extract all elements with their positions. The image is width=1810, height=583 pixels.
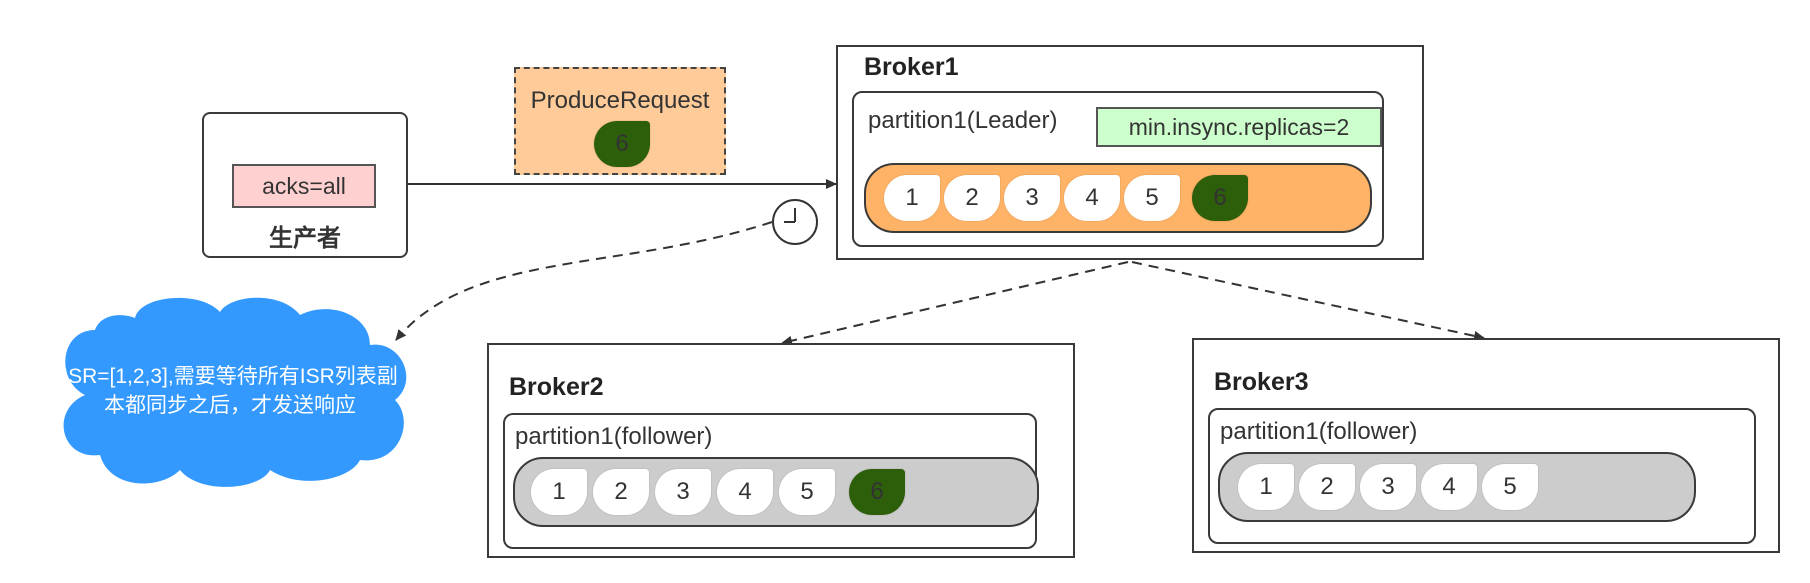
broker2-message-4: 4	[717, 469, 773, 515]
acks-config: acks=all	[232, 164, 376, 208]
producer-box: acks=all 生产者	[202, 112, 408, 258]
broker2-message-5: 5	[779, 469, 835, 515]
broker1-partition: partition1(Leader) min.insync.replicas=2…	[852, 91, 1384, 247]
broker2-title: Broker2	[509, 373, 604, 401]
broker3-message-3: 3	[1360, 464, 1416, 510]
broker1-message-5: 5	[1124, 175, 1180, 221]
broker2-message-2: 2	[593, 469, 649, 515]
broker3-message-4: 4	[1421, 464, 1477, 510]
isr-callout-cloud	[63, 297, 407, 487]
broker1-message-6: 6	[1192, 175, 1248, 221]
broker1-partition-label: partition1(Leader)	[868, 107, 1058, 134]
replicate-to-broker2-arrow	[781, 261, 1129, 346]
broker1-message-1: 1	[884, 175, 940, 221]
broker1-box: Broker1 partition1(Leader) min.insync.re…	[836, 45, 1424, 260]
broker2-message-1: 1	[531, 469, 587, 515]
broker1-message-2: 2	[944, 175, 1000, 221]
broker3-title: Broker3	[1214, 368, 1309, 396]
request-message: 6	[594, 121, 650, 167]
broker2-message-3: 3	[655, 469, 711, 515]
broker1-message-3: 3	[1004, 175, 1060, 221]
broker2-partition-label: partition1(follower)	[515, 423, 713, 450]
producer-label: 生产者	[269, 225, 341, 252]
produce-request-label: ProduceRequest	[530, 87, 710, 114]
broker1-title: Broker1	[864, 53, 959, 81]
min-insync-config: min.insync.replicas=2	[1096, 107, 1382, 147]
broker3-partition-label: partition1(follower)	[1220, 418, 1418, 445]
broker2-message-6: 6	[849, 469, 905, 515]
isr-callout-text: ISR=[1,2,3],需要等待所有ISR列表副本都同步之后，才发送响应	[62, 365, 398, 417]
broker3-message-1: 1	[1238, 464, 1294, 510]
broker3-message-2: 2	[1299, 464, 1355, 510]
clock-icon	[772, 199, 818, 245]
response-wait-arrow	[395, 221, 773, 341]
replicate-to-broker3-arrow	[1131, 261, 1485, 341]
broker1-message-4: 4	[1064, 175, 1120, 221]
broker3-message-5: 5	[1482, 464, 1538, 510]
produce-request-box: ProduceRequest 6	[514, 67, 726, 175]
